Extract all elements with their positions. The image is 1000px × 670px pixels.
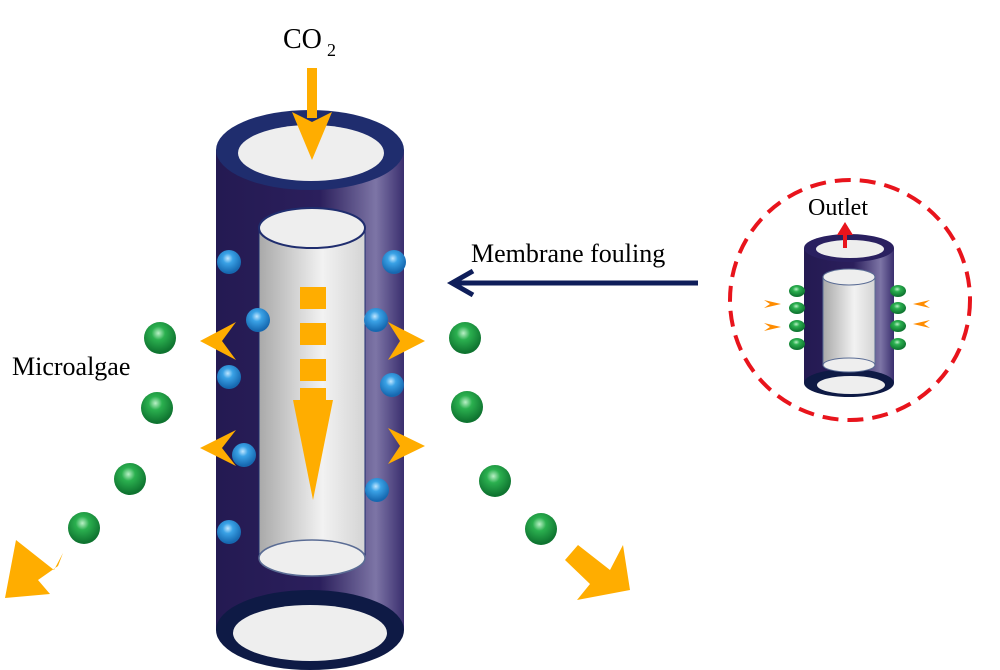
inset-tube-top-opening bbox=[816, 240, 884, 258]
outlet-label: Outlet bbox=[808, 195, 868, 221]
co2-bubble bbox=[382, 250, 406, 274]
microalgae-cell bbox=[890, 338, 906, 350]
inset-inner-lumen bbox=[822, 276, 876, 366]
arrow-down-right-icon bbox=[565, 545, 630, 600]
co2-label-subscript: 2 bbox=[327, 40, 336, 60]
microalgae-cell bbox=[449, 322, 481, 354]
co2-bubble bbox=[232, 443, 256, 467]
outlet-arrow-icon bbox=[837, 222, 853, 248]
chevron-right-icon bbox=[764, 323, 781, 331]
inset-algae bbox=[789, 285, 906, 350]
microalgae-cell bbox=[789, 320, 805, 332]
chevron-right-icon bbox=[388, 428, 425, 464]
co2-bubble bbox=[364, 308, 388, 332]
microalgae-cells bbox=[68, 322, 557, 545]
microalgae-cell bbox=[890, 320, 906, 332]
microalgae-cell bbox=[144, 322, 176, 354]
co2-bubbles bbox=[217, 250, 406, 544]
microalgae-cell bbox=[451, 391, 483, 423]
microalgae-cell bbox=[789, 285, 805, 297]
microalgae-cell bbox=[141, 392, 173, 424]
co2-bubble bbox=[246, 308, 270, 332]
inset-inner-lumen-top bbox=[822, 268, 876, 286]
inner-lumen-top bbox=[258, 207, 366, 249]
fouling-arrow-icon bbox=[446, 268, 698, 298]
microalgae-cell bbox=[789, 338, 805, 350]
microalgae-cell bbox=[68, 512, 100, 544]
microalgae-cell bbox=[525, 513, 557, 545]
microalgae-label: Microalgae bbox=[12, 352, 130, 381]
co2-label-main: CO bbox=[283, 24, 322, 55]
chevron-right-icon bbox=[764, 300, 781, 308]
co2-inflow-arrow-icon bbox=[292, 68, 332, 160]
inset-inner-lumen-bottom bbox=[822, 357, 876, 373]
membrane-fouling-label: Membrane fouling bbox=[471, 239, 665, 268]
chevron-left-icon bbox=[913, 300, 930, 308]
microalgae-cell bbox=[479, 465, 511, 497]
chevron-left-icon bbox=[200, 322, 236, 360]
co2-bubble bbox=[217, 520, 241, 544]
inset-dashed-circle bbox=[728, 178, 972, 422]
arrow-down-left-icon bbox=[5, 540, 63, 598]
inset-fouled-membrane: Outlet bbox=[728, 178, 972, 422]
co2-bubble bbox=[380, 373, 404, 397]
internal-flow-arrow-icon bbox=[293, 287, 333, 500]
microalgae-cell bbox=[890, 285, 906, 297]
co2-label: CO 2 bbox=[283, 24, 336, 60]
microalgae-cell bbox=[890, 302, 906, 314]
co2-bubble bbox=[365, 478, 389, 502]
chevron-right-icon bbox=[388, 322, 425, 360]
microalgae-cell bbox=[789, 302, 805, 314]
co2-bubble bbox=[217, 250, 241, 274]
inner-lumen-bottom bbox=[258, 539, 366, 577]
co2-bubble bbox=[217, 365, 241, 389]
chevron-left-icon bbox=[913, 320, 930, 328]
inset-chevrons bbox=[764, 300, 930, 331]
chevron-left-icon bbox=[200, 430, 236, 466]
microalgae-cell bbox=[114, 463, 146, 495]
inset-tube-bottom-opening bbox=[817, 376, 885, 394]
tube-bottom-opening bbox=[233, 605, 387, 661]
outflow-chevrons bbox=[200, 322, 425, 466]
